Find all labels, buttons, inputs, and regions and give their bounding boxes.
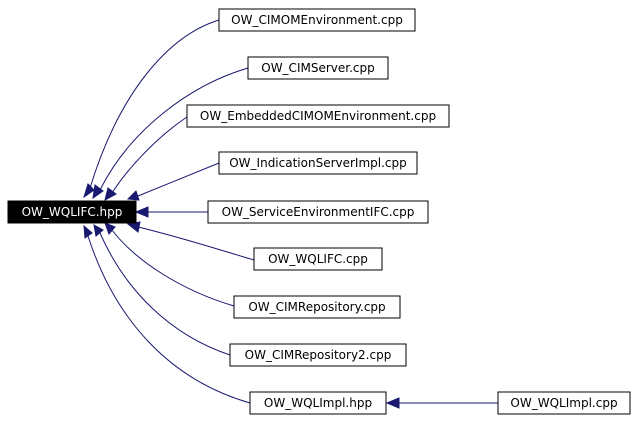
node-n9[interactable]: OW_WQLImpl.hpp — [249, 391, 387, 415]
node-n2-label: OW_CIMServer.cpp — [261, 61, 374, 75]
node-n7[interactable]: OW_CIMRepository.cpp — [233, 295, 401, 319]
arrowhead-n7 — [104, 222, 116, 235]
edge-n6 — [137, 226, 255, 261]
edge-n1 — [89, 19, 220, 189]
node-n10-label: OW_WQLImpl.cpp — [510, 396, 617, 410]
node-n8-label: OW_CIMRepository2.cpp — [245, 348, 392, 362]
edge-n9 — [87, 235, 251, 404]
node-n6[interactable]: OW_WQLIFC.cpp — [253, 247, 383, 271]
node-n1[interactable]: OW_CIMOMEnvironment.cpp — [218, 8, 416, 32]
node-n4[interactable]: OW_IndicationServerImpl.cpp — [218, 151, 418, 175]
edge-n8 — [99, 232, 231, 356]
edge-n2 — [99, 67, 249, 191]
edge-n3 — [111, 116, 188, 194]
arrowhead-n10 — [385, 397, 400, 409]
arrowhead-n1 — [83, 183, 95, 199]
node-n9-label: OW_WQLImpl.hpp — [264, 396, 372, 410]
node-n2[interactable]: OW_CIMServer.cpp — [247, 56, 389, 80]
edge-n7 — [111, 229, 235, 307]
arrowhead-n5 — [134, 206, 149, 218]
arrowhead-n4 — [126, 190, 140, 201]
node-n10[interactable]: OW_WQLImpl.cpp — [497, 391, 631, 415]
node-root[interactable]: OW_WQLIFC.hpp — [7, 200, 137, 224]
arrowhead-n9 — [83, 224, 93, 239]
node-root-label: OW_WQLIFC.hpp — [22, 205, 123, 219]
arrowhead-n2 — [92, 184, 104, 200]
node-n3-label: OW_EmbeddedCIMOMEnvironment.cpp — [200, 109, 436, 123]
node-n5[interactable]: OW_ServiceEnvironmentIFC.cpp — [207, 200, 429, 224]
node-n6-label: OW_WQLIFC.cpp — [268, 252, 368, 266]
node-n7-label: OW_CIMRepository.cpp — [248, 300, 385, 314]
node-n5-label: OW_ServiceEnvironmentIFC.cpp — [222, 205, 415, 219]
node-n8[interactable]: OW_CIMRepository2.cpp — [229, 343, 407, 367]
node-n3[interactable]: OW_EmbeddedCIMOMEnvironment.cpp — [186, 104, 450, 128]
node-n1-label: OW_CIMOMEnvironment.cpp — [231, 13, 403, 27]
edge-n4 — [137, 162, 220, 197]
arrowheads — [83, 183, 400, 409]
node-n4-label: OW_IndicationServerImpl.cpp — [229, 156, 407, 170]
edges — [87, 19, 498, 404]
arrowhead-n3 — [104, 187, 117, 201]
arrowhead-n8 — [93, 224, 104, 237]
